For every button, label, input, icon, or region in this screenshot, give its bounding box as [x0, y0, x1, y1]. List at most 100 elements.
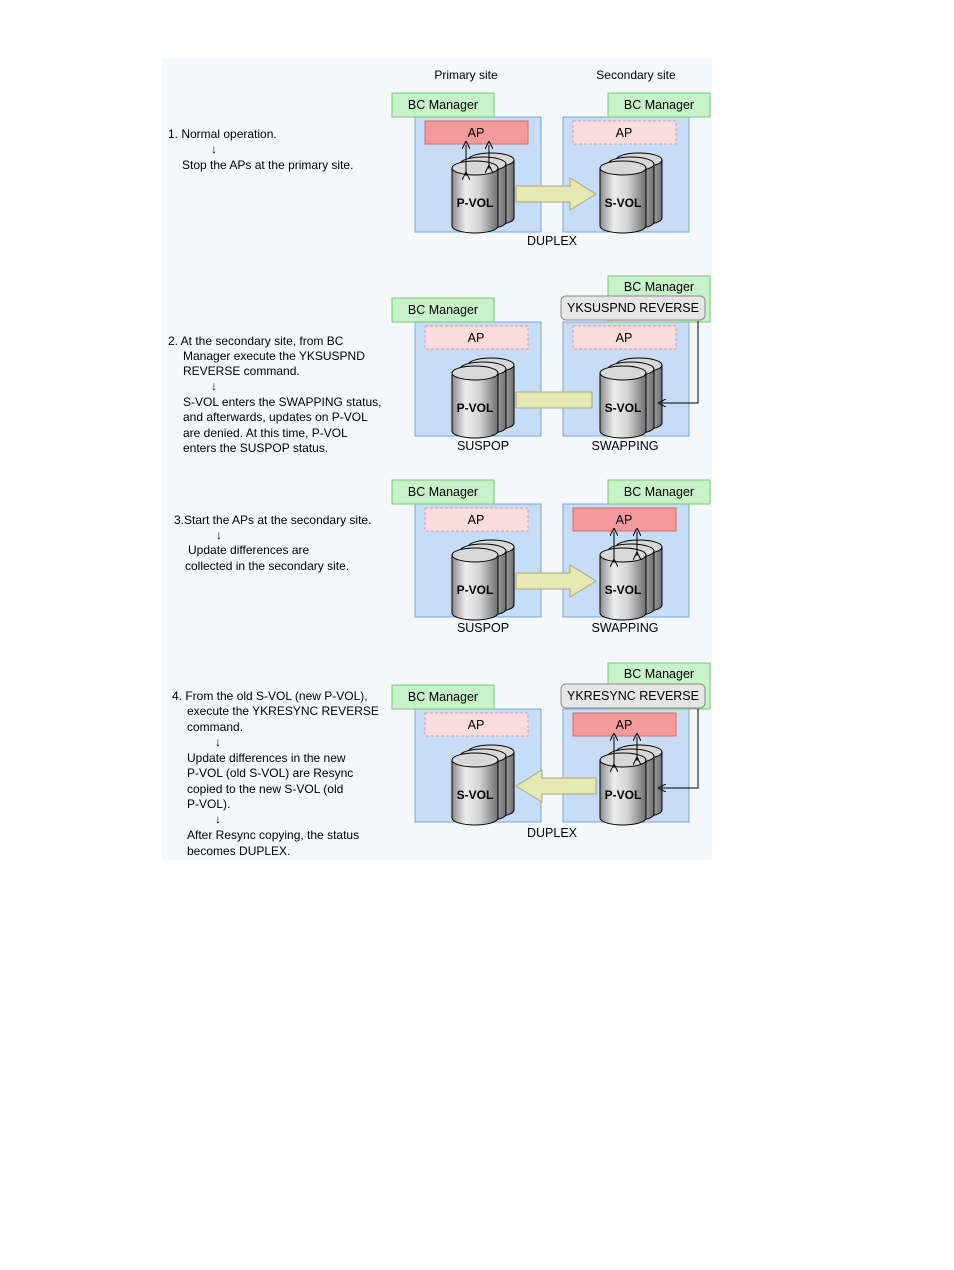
- cylinder-top: [451, 365, 499, 381]
- copy-direction-arrow: [515, 769, 597, 803]
- flow-arrow: ↓: [215, 735, 221, 749]
- disk-stack-icon: [451, 152, 515, 234]
- ap-label: AP: [616, 331, 633, 345]
- step-description: becomes DUPLEX.: [187, 844, 290, 858]
- step-1: BC Manager BC Manager AP AP P-VOL S-VOL …: [168, 92, 711, 248]
- step-description: copied to the new S-VOL (old: [187, 782, 343, 796]
- volume-label: P-VOL: [457, 196, 494, 210]
- command-box: [560, 295, 706, 321]
- disk-stack-icon: [599, 744, 663, 826]
- flow-arrow: ↓: [211, 379, 217, 393]
- pair-status: SWAPPING: [592, 439, 659, 453]
- ap-label: AP: [468, 718, 485, 732]
- ap-active-box: [424, 120, 529, 145]
- cylinder-top: [451, 547, 499, 563]
- copy-direction-arrow: [515, 564, 597, 598]
- command-connector: [662, 321, 699, 403]
- step-description: 2. At the secondary site, from BC: [168, 334, 344, 348]
- step-description: execute the YKRESYNC REVERSE: [187, 704, 379, 718]
- step-description: 1. Normal operation.: [168, 127, 277, 141]
- bc-manager-label: BC Manager: [408, 485, 478, 499]
- volume-label: P-VOL: [457, 583, 494, 597]
- ap-active-box: [572, 712, 677, 737]
- cylinder-body: [451, 372, 499, 439]
- cylinder-body: [451, 167, 499, 234]
- step-3: BC Manager BC Manager AP AP P-VOL S-VOL …: [174, 479, 711, 635]
- bc-manager-label: BC Manager: [624, 485, 694, 499]
- step-description: and afterwards, updates on P-VOL: [183, 410, 368, 424]
- flow-arrow: ↓: [215, 812, 221, 826]
- bc-manager-box: [607, 92, 711, 118]
- bc-manager-box: [391, 297, 495, 323]
- bc-manager-label: BC Manager: [408, 303, 478, 317]
- ap-label: AP: [468, 126, 485, 140]
- ap-label: AP: [468, 513, 485, 527]
- bc-manager-box: [391, 92, 495, 118]
- step-description: enters the SUSPOP status.: [183, 441, 328, 455]
- step-description: command.: [187, 720, 243, 734]
- step-4: BC Manager BC Manager YKRESYNC REVERSE A…: [172, 662, 711, 858]
- ap-inactive-box: [572, 325, 677, 350]
- ap-inactive-box: [424, 325, 529, 350]
- bc-manager-label: BC Manager: [624, 280, 694, 294]
- cylinder-top: [599, 160, 647, 176]
- cylinder-body: [451, 554, 499, 621]
- pair-status: DUPLEX: [527, 826, 578, 840]
- bc-manager-label: BC Manager: [408, 98, 478, 112]
- pair-status: SWAPPING: [592, 621, 659, 635]
- cylinder-body: [599, 167, 647, 234]
- step-description: 4. From the old S-VOL (new P-VOL),: [172, 689, 368, 703]
- step-description: Update differences are: [188, 543, 310, 557]
- step-description: P-VOL (old S-VOL) are Resync: [187, 766, 353, 780]
- step-description: REVERSE command.: [183, 364, 300, 378]
- ap-label: AP: [616, 513, 633, 527]
- command-label: YKSUSPND REVERSE: [567, 301, 699, 315]
- disk-stack-icon: [451, 357, 515, 439]
- volume-label: P-VOL: [457, 401, 494, 415]
- flow-arrow: ↓: [216, 528, 222, 542]
- step-description: 3.Start the APs at the secondary site.: [174, 513, 371, 527]
- step-description: S-VOL enters the SWAPPING status,: [183, 395, 382, 409]
- step-description: Update differences in the new: [187, 751, 346, 765]
- command-label: YKRESYNC REVERSE: [567, 689, 699, 703]
- cylinder-body: [599, 759, 647, 826]
- pair-status: SUSPOP: [457, 621, 509, 635]
- step-2: BC Manager BC Manager YKSUSPND REVERSE A…: [168, 275, 711, 455]
- bc-manager-box: [391, 479, 495, 505]
- ap-label: AP: [616, 718, 633, 732]
- disk-stack-icon: [451, 539, 515, 621]
- bc-manager-label: BC Manager: [624, 667, 694, 681]
- bc-manager-box: [391, 684, 495, 710]
- ap-label: AP: [468, 331, 485, 345]
- bc-manager-box: [607, 479, 711, 505]
- command-box: [560, 683, 706, 709]
- step-description: collected in the secondary site.: [185, 559, 349, 573]
- disk-stack-icon: [599, 152, 663, 234]
- ap-inactive-box: [572, 120, 677, 145]
- bc-manager-label: BC Manager: [408, 690, 478, 704]
- ap-label: AP: [616, 126, 633, 140]
- step-description: Stop the APs at the primary site.: [182, 158, 353, 172]
- ap-inactive-box: [424, 712, 529, 737]
- cylinder-top: [451, 160, 499, 176]
- ap-inactive-box: [424, 507, 529, 532]
- secondary-site-header: Secondary site: [596, 68, 676, 82]
- ap-active-box: [572, 507, 677, 532]
- command-connector: [662, 709, 699, 788]
- volume-label: S-VOL: [457, 788, 494, 802]
- step-description: After Resync copying, the status: [187, 828, 359, 842]
- step-description: P-VOL).: [187, 797, 230, 811]
- copy-suspended-bar: [515, 391, 593, 409]
- cylinder-body: [451, 759, 499, 826]
- volume-label: S-VOL: [605, 196, 642, 210]
- pair-status: SUSPOP: [457, 439, 509, 453]
- disk-stack-icon: [599, 357, 663, 439]
- cylinder-top: [451, 752, 499, 768]
- cylinder-body: [599, 554, 647, 621]
- primary-site-header: Primary site: [434, 68, 498, 82]
- disk-stack-icon: [451, 744, 515, 826]
- volume-label: S-VOL: [605, 583, 642, 597]
- copy-direction-arrow: [515, 177, 597, 211]
- volume-label: P-VOL: [605, 788, 642, 802]
